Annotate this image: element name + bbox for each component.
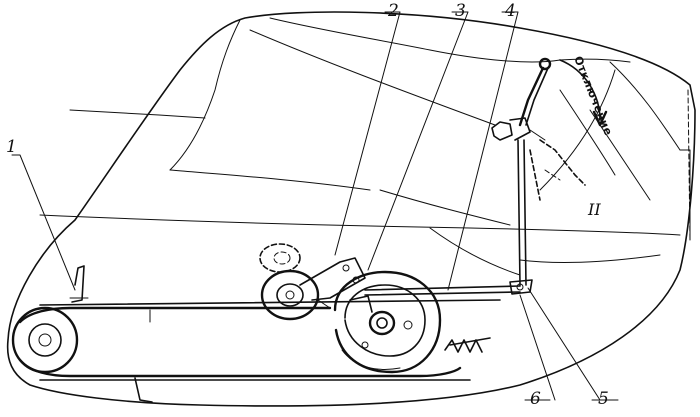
callout-3: 3 bbox=[455, 1, 466, 21]
callout-5: 5 bbox=[598, 389, 609, 409]
callout-4: 4 bbox=[504, 1, 516, 21]
pulley-assembly bbox=[259, 243, 366, 321]
brake-drum bbox=[333, 270, 491, 374]
callout-2: 2 bbox=[387, 1, 399, 21]
leader-lines bbox=[11, 11, 619, 401]
disengage-arrow bbox=[559, 59, 608, 127]
position-mark: II bbox=[587, 200, 601, 219]
hand-lever bbox=[249, 29, 586, 201]
track-assembly bbox=[11, 265, 501, 403]
disengage-text: Отключение bbox=[571, 54, 615, 137]
callout-6: 6 bbox=[530, 389, 541, 409]
hull-outline bbox=[6, 11, 696, 407]
linkage-rods bbox=[364, 139, 533, 296]
callout-1: 1 bbox=[6, 137, 17, 157]
